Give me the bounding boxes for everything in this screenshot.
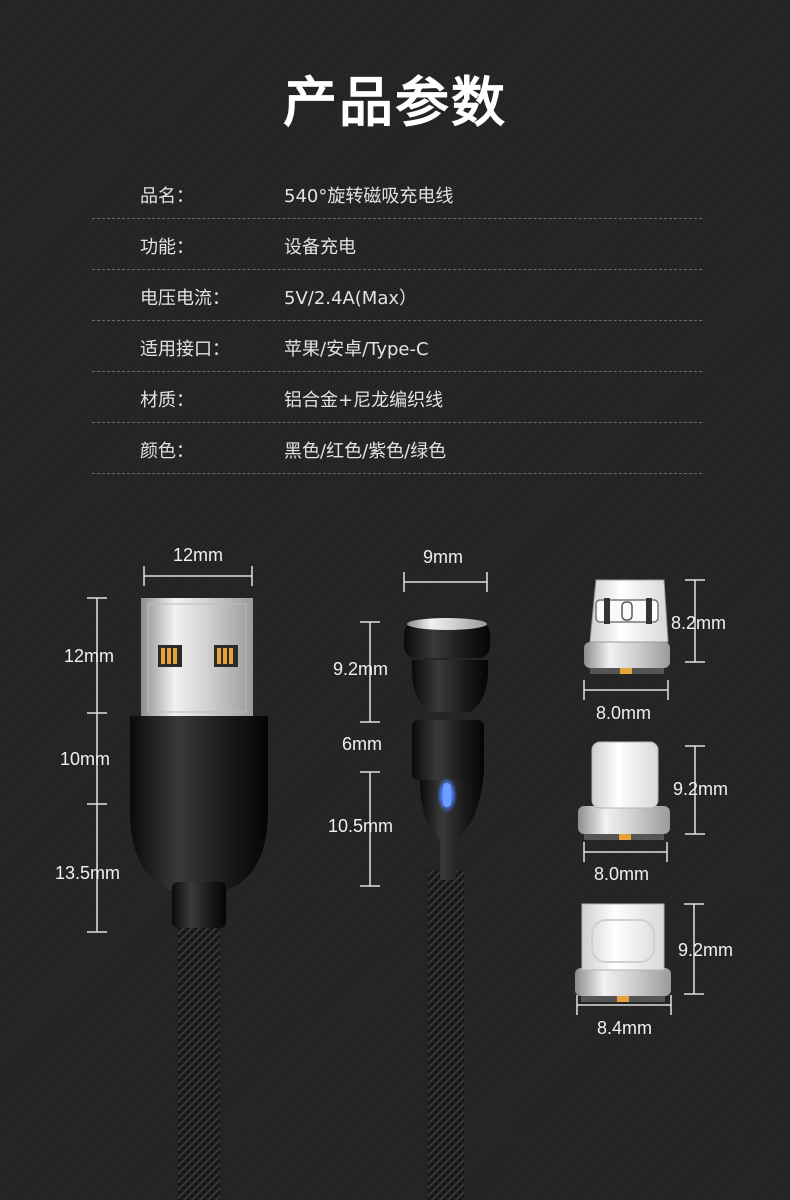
magnetic-height-1-label: 9.2mm bbox=[333, 659, 389, 679]
type-c-width-label: 8.4mm bbox=[597, 1018, 653, 1038]
type-c-height-label: 9.2mm bbox=[678, 940, 734, 960]
magnetic-head bbox=[404, 618, 490, 1200]
spec-value: 设备充电 bbox=[284, 237, 356, 258]
spec-label: 颜色： bbox=[140, 441, 194, 462]
spec-value: 黑色/红色/紫色/绿色 bbox=[284, 441, 447, 462]
lightning-tip bbox=[578, 741, 670, 840]
micro-width-label: 8.0mm bbox=[596, 703, 652, 723]
spec-row-color: 颜色： 黑色/红色/紫色/绿色 bbox=[92, 423, 702, 474]
magnetic-height-3-label: 10.5mm bbox=[328, 816, 394, 836]
lightning-width-label: 8.0mm bbox=[594, 864, 650, 884]
spec-label: 适用接口： bbox=[140, 339, 230, 360]
magnetic-width-label: 9mm bbox=[423, 547, 463, 567]
spec-value: 苹果/安卓/Type-C bbox=[284, 339, 429, 360]
spec-row-material: 材质： 铝合金+尼龙编织线 bbox=[92, 372, 702, 423]
usb-width-label: 12mm bbox=[173, 545, 224, 565]
magnetic-height-2-label: 6mm bbox=[342, 734, 382, 754]
spec-value: 5V/2.4A(Max） bbox=[284, 288, 418, 309]
spec-value: 铝合金+尼龙编织线 bbox=[284, 390, 444, 411]
usb-a-connector bbox=[130, 598, 268, 1200]
usb-height-3-label: 13.5mm bbox=[55, 863, 121, 883]
spec-label: 材质： bbox=[140, 390, 194, 411]
usb-contact-icon bbox=[158, 645, 238, 667]
dimension-lines bbox=[87, 566, 705, 1015]
type-c-tip bbox=[575, 903, 671, 1002]
usb-height-1-label: 12mm bbox=[64, 646, 115, 666]
micro-height-label: 8.2mm bbox=[671, 613, 727, 633]
spec-row-voltage: 电压电流： 5V/2.4A(Max） bbox=[92, 270, 702, 321]
usb-height-2-label: 10mm bbox=[60, 749, 111, 769]
lightning-height-label: 9.2mm bbox=[673, 779, 729, 799]
spec-label: 功能： bbox=[140, 237, 194, 258]
spec-label: 品名： bbox=[140, 186, 194, 207]
micro-usb-tip bbox=[584, 579, 670, 674]
spec-value: 540°旋转磁吸充电线 bbox=[284, 186, 454, 207]
spec-table: 品名： 540°旋转磁吸充电线 功能： 设备充电 电压电流： 5V/2.4A(M… bbox=[92, 168, 702, 474]
spec-row-function: 功能： 设备充电 bbox=[92, 219, 702, 270]
page-title: 产品参数 bbox=[283, 71, 507, 134]
spec-label: 电压电流： bbox=[140, 288, 230, 309]
spec-row-name: 品名： 540°旋转磁吸充电线 bbox=[92, 168, 702, 219]
spec-row-interface: 适用接口： 苹果/安卓/Type-C bbox=[92, 321, 702, 372]
